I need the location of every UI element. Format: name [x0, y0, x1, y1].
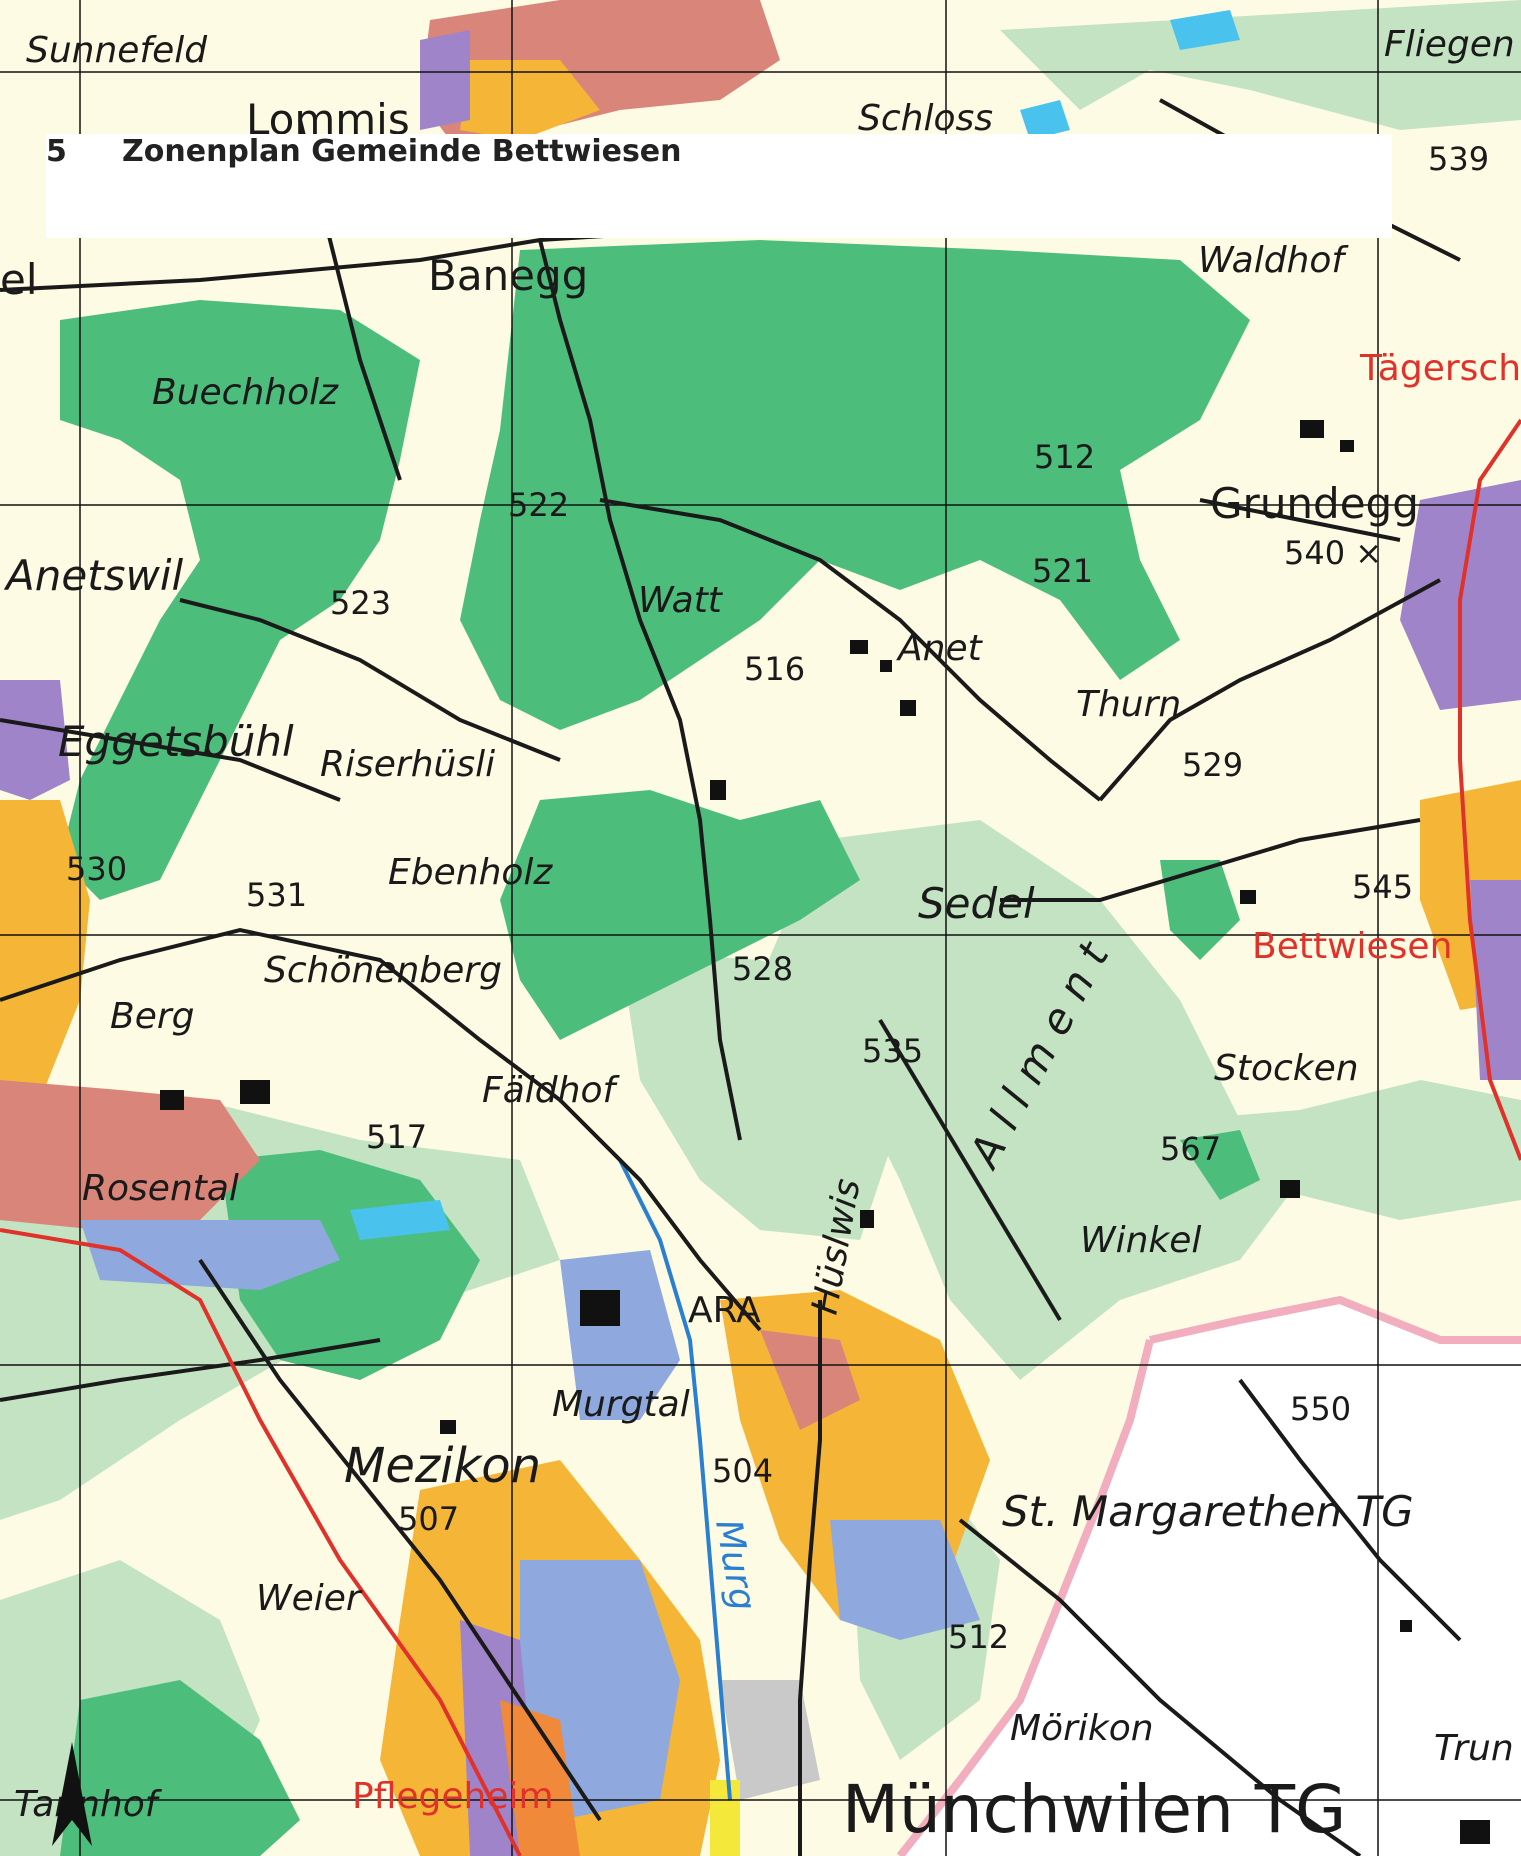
elevation-516: 516 — [744, 650, 805, 688]
settlement-lommis — [420, 0, 780, 140]
label-buechholz: Buechholz — [152, 372, 339, 413]
settlement-east — [1400, 480, 1521, 1080]
buildings — [160, 420, 1490, 1844]
label-munchwilen: Münchwilen TG — [842, 1771, 1346, 1848]
railway-lines — [0, 418, 1521, 1856]
elevation-545: 545 — [1352, 868, 1413, 906]
elevation-labels: 539 522 512 540 × 523 521 516 529 530 53… — [66, 140, 1489, 1656]
north-arrow-icon — [52, 1742, 92, 1846]
label-tannhof: Tannhof — [14, 1784, 163, 1825]
label-trun: Trun — [1434, 1728, 1514, 1769]
elevation-550: 550 — [1290, 1390, 1351, 1428]
label-ara: ARA — [688, 1290, 761, 1331]
label-winkel: Winkel — [1080, 1220, 1201, 1261]
elevation-504: 504 — [712, 1452, 773, 1490]
elevation-523: 523 — [330, 584, 391, 622]
label-eggetsbuhl: Eggetsbühl — [58, 717, 294, 766]
label-fliegen: Fliegen — [1384, 24, 1515, 65]
elevation-531: 531 — [246, 876, 307, 914]
label-berg: Berg — [110, 996, 195, 1037]
elevation-528: 528 — [732, 950, 793, 988]
elevation-521: 521 — [1032, 552, 1093, 590]
elevation-512: 512 — [1034, 438, 1095, 476]
label-mezikon: Mezikon — [344, 1438, 541, 1494]
label-pflegeheim: Pflegeheim — [352, 1776, 554, 1817]
page-title: Zonenplan Gemeinde Bettwiesen — [122, 134, 682, 169]
elevation-530: 530 — [66, 850, 127, 888]
elevation-529: 529 — [1182, 746, 1243, 784]
outside-area — [900, 1300, 1521, 1856]
elevation-567: 567 — [1160, 1130, 1221, 1168]
label-stocken: Stocken — [1214, 1048, 1359, 1089]
label-watt: Watt — [638, 580, 724, 621]
section-number: 5 — [46, 134, 67, 169]
label-rosental: Rosental — [82, 1168, 239, 1209]
elevation-540: 540 × — [1284, 534, 1382, 572]
elevation-535: 535 — [862, 1032, 923, 1070]
label-sedel: Sedel — [918, 879, 1035, 928]
label-riserhusli: Riserhüsli — [320, 744, 495, 785]
murg-river — [618, 1159, 732, 1801]
label-anetswil: Anetswil — [3, 551, 184, 600]
label-ebenholz: Ebenholz — [388, 852, 553, 893]
label-thurn: Thurn — [1076, 684, 1181, 725]
label-stmargarethen: St. Margarethen TG — [1002, 1487, 1414, 1536]
water-bodies — [350, 10, 1240, 1240]
label-schonenberg: Schönenberg — [264, 950, 502, 991]
label-waldhof: Waldhof — [1198, 240, 1349, 281]
settlement-west — [0, 680, 340, 1290]
road-network — [0, 98, 1462, 1856]
elevation-512b: 512 — [948, 1618, 1009, 1656]
label-sunnefeld: Sunnefeld — [26, 30, 208, 71]
place-labels: Sunnefeld Lommis Schloss Fliegen el Bane… — [0, 24, 1521, 1848]
label-weier: Weier — [256, 1578, 363, 1619]
label-tagersch: Tägersch — [1359, 348, 1521, 389]
label-murgtal: Murgtal — [552, 1384, 690, 1425]
elevation-522: 522 — [508, 486, 569, 524]
label-faldhof: Fäldhof — [482, 1070, 620, 1111]
label-grundegg: Grundegg — [1210, 479, 1419, 528]
elevation-517: 517 — [366, 1118, 427, 1156]
elevation-539: 539 — [1428, 140, 1489, 178]
label-banegg: Banegg — [428, 251, 588, 300]
map-header: 5 Zonenplan Gemeinde Bettwiesen — [46, 134, 1392, 238]
label-anet: Anet — [896, 628, 984, 669]
label-morikon: Mörikon — [1010, 1708, 1154, 1749]
label-bettwiesen: Bettwiesen — [1252, 926, 1452, 967]
elevation-507: 507 — [398, 1500, 459, 1538]
label-schloss: Schloss — [858, 98, 993, 139]
label-el: el — [0, 255, 38, 304]
